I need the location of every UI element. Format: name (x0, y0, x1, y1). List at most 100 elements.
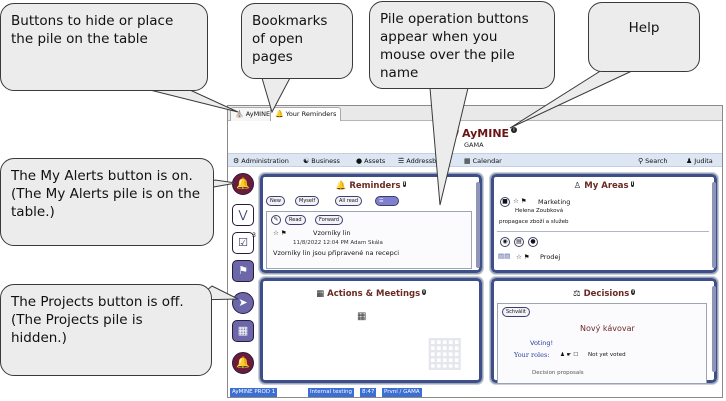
brand-name: AyMINE (462, 127, 510, 140)
pile-sidebar: 🔔 ⋁ ☑ 3 ⚑ ➤ ▦ 🔔 (228, 168, 258, 386)
areas-button[interactable]: ⚑ (232, 260, 254, 282)
status-org: První / GAMA (382, 388, 422, 397)
star-icon[interactable]: ☆ ⚑ (273, 229, 287, 237)
calendar-icon: ▦ (316, 289, 325, 299)
tab-your-reminders[interactable]: 🔔Your Reminders (270, 107, 342, 121)
scrollbar[interactable] (712, 182, 716, 268)
new-button[interactable]: New (266, 196, 285, 206)
bookmark-tabbar: ⛪AyMINE 🔔Your Reminders (228, 106, 722, 121)
people-icon: ♙ (573, 181, 582, 191)
star-icon[interactable]: ☆ ⚑ (513, 197, 527, 205)
search-icon: ⚲ (638, 157, 644, 165)
decision-heading: Nový kávovar (580, 324, 635, 333)
reminder-body: Vzorníky lin jsou připravené na recepci (273, 249, 400, 257)
brand: Ay AyMINE i GAMA (440, 124, 560, 152)
reminder-meta: 11/8/2022 12:04 PM Adam Skála (293, 240, 383, 246)
addressbook-icon: ☰ (398, 157, 405, 165)
status-time: 8:47 (360, 388, 377, 397)
decision-proposals: Decision proposals (532, 370, 584, 376)
area1-note: propagace zboží a služeb (499, 219, 569, 225)
area-icon[interactable]: ■ (500, 197, 510, 207)
app-window: ⛪AyMINE 🔔Your Reminders Ay AyMINE i GAMA… (227, 105, 723, 398)
help-icon[interactable]: i (511, 127, 517, 133)
callout-pile-ops: Pile operation buttons appear when you m… (369, 1, 555, 89)
bell-icon: 🔔 (236, 356, 250, 369)
edit-icon[interactable]: ✎ (271, 215, 281, 225)
myself-button[interactable]: Myself (295, 196, 320, 206)
menu-administration[interactable]: ⚙Administration (233, 157, 289, 165)
list-icon[interactable]: ▤ (514, 237, 524, 247)
reminder-item[interactable]: ✎ Read Forward ☆ ⚑ Vzorníky lin 11/8/202… (266, 211, 472, 269)
cart-icon: ▦ (357, 311, 367, 322)
tasks-button[interactable]: ☑ 3 (232, 232, 256, 254)
gear-icon: ⚙ (233, 157, 240, 165)
chart-icon[interactable]: ◉ (500, 237, 510, 247)
my-alerts-button[interactable]: 🔔 (232, 173, 254, 195)
scrollbar[interactable] (712, 286, 716, 372)
menu-search[interactable]: ⚲Search (638, 157, 668, 165)
truck-icon: ▤▤ (498, 252, 511, 260)
role-icons: ♟ ☛ ☐ (560, 352, 579, 358)
gavel-icon: ⚖ (572, 289, 581, 299)
voting-link[interactable]: Voting! (530, 339, 554, 347)
reminder-title: Vzorníky lin (313, 229, 351, 237)
not-voted-label: Not yet voted (588, 352, 626, 358)
help-icon[interactable]: i (402, 181, 407, 187)
read-button[interactable]: Read (285, 215, 306, 225)
menu-business[interactable]: ☯Business (303, 157, 340, 165)
brand-logo: Ay (440, 124, 459, 142)
decision-item[interactable]: Schválit Nový kávovar Voting! Your roles… (497, 303, 707, 383)
handshake-icon: ☯ (303, 157, 310, 165)
help-icon[interactable]: i (631, 289, 636, 295)
pile-op-button[interactable]: ☰ (375, 196, 399, 206)
coins-icon: ● (356, 157, 363, 165)
tab-aymine[interactable]: ⛪AyMINE (230, 107, 276, 121)
projects-button[interactable]: ➤ (232, 292, 254, 314)
bell-icon: 🔔 (275, 110, 284, 118)
area2-name: Prodej (540, 253, 561, 261)
calendar-pile-button[interactable]: ▦ (232, 320, 254, 342)
status-testing: Internal testing (308, 388, 355, 397)
collapse-button[interactable]: ⋁ (232, 204, 254, 226)
people-icon[interactable]: ● (528, 237, 538, 247)
callout-my-alerts: The My Alerts button is on. (The My Aler… (0, 158, 214, 246)
callout-help: Help (588, 2, 700, 72)
alerts-off-button[interactable]: 🔔 (232, 352, 254, 374)
help-icon[interactable]: i (422, 289, 426, 295)
pointer-hide-place (149, 89, 239, 113)
menu-assets[interactable]: ●Assets (356, 157, 386, 165)
menu-calendar[interactable]: ▦Calendar (464, 157, 502, 165)
divider (497, 231, 709, 232)
flag-icon: ⚑ (238, 264, 248, 277)
calendar-watermark-icon: ▦ (425, 326, 465, 375)
area1-person: Helena Zoubková (515, 208, 564, 214)
status-env: AyMINE PROD 1 (230, 388, 278, 397)
menu-user[interactable]: ♟Judita (686, 157, 713, 165)
status-bar: AyMINE PROD 1 Internal testing 8:47 Prvn… (228, 386, 722, 397)
tasks-badge: 3 (252, 232, 256, 239)
bell-icon: 🔔 (236, 177, 250, 190)
callout-hide-place: Buttons to hide or place the pile on the… (0, 3, 208, 91)
all-read-button[interactable]: All read (335, 196, 363, 206)
callout-bookmarks: Bookmarks of open pages (241, 3, 353, 79)
calendar-icon: ▦ (464, 157, 471, 165)
home-icon: ⛪ (235, 110, 244, 118)
chevron-down-icon: ⋁ (238, 208, 248, 221)
menu-addressbook[interactable]: ☰Addressbook (398, 157, 449, 165)
scrollbar[interactable] (476, 182, 480, 268)
approve-button[interactable]: Schválit (502, 307, 530, 317)
help-icon[interactable]: i (630, 181, 635, 187)
area1-name: Marketing (538, 198, 571, 206)
main-menu: ⚙Administration ☯Business ●Assets ☰Addre… (228, 153, 722, 167)
your-roles-label: Your roles: (514, 351, 550, 359)
callout-projects: The Projects button is off. (The Project… (0, 284, 212, 376)
star-icon[interactable]: ☆ ⚑ (516, 253, 530, 261)
forward-button[interactable]: Forward (315, 215, 344, 225)
